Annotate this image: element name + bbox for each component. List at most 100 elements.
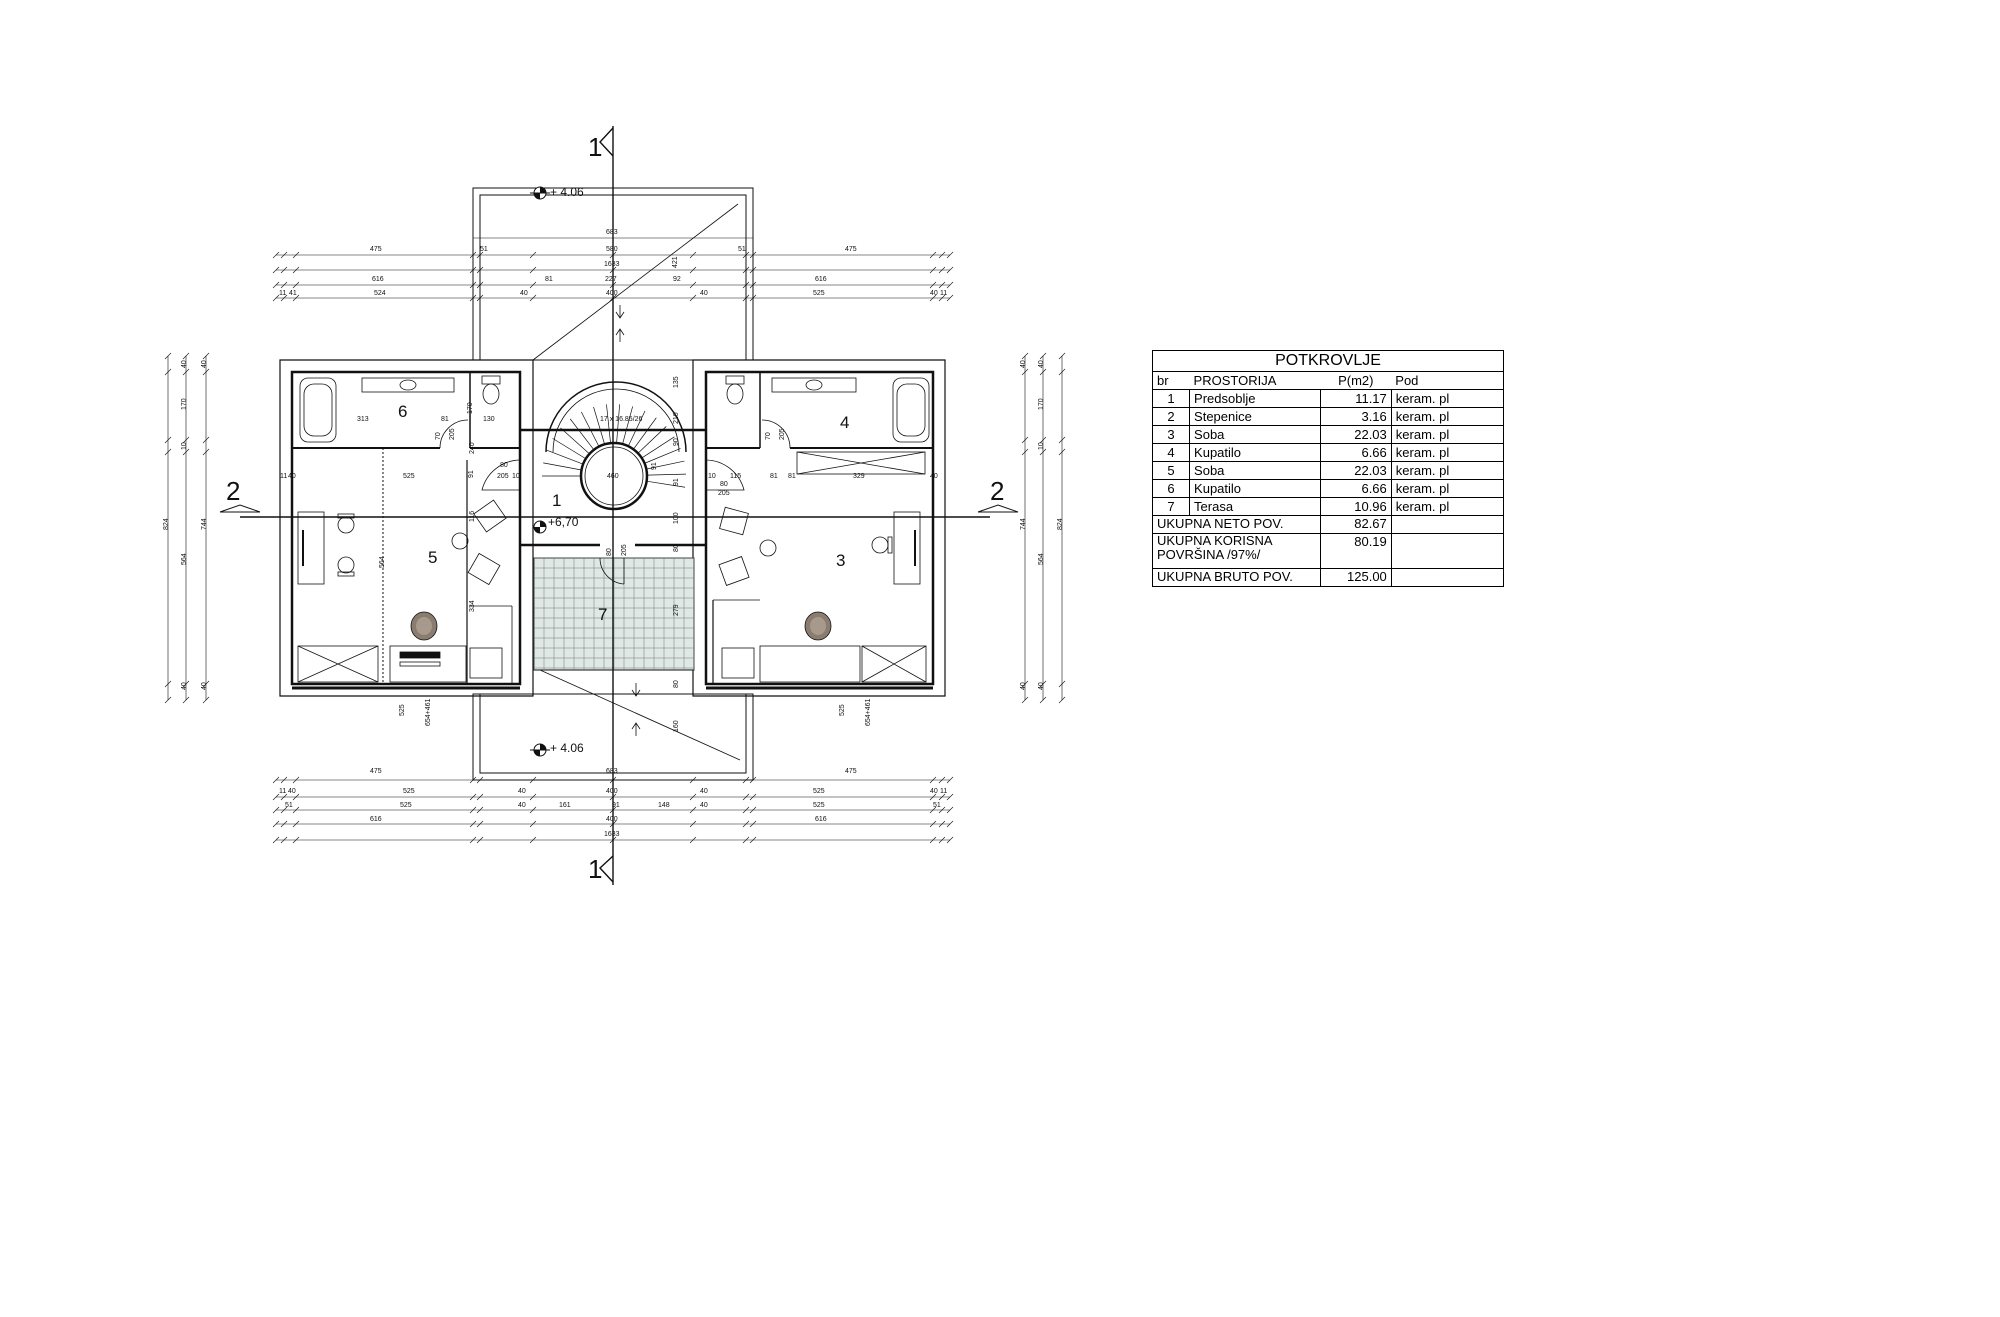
dim-tick (929, 266, 937, 274)
dim-tick (469, 776, 477, 784)
dim-text: 80 (673, 680, 680, 688)
dim-text: 279 (673, 604, 680, 616)
dim-tick (292, 806, 300, 814)
dim-text: 205 (779, 428, 786, 440)
dim-text: 70 (435, 432, 442, 440)
dim-tick (469, 266, 477, 274)
dim-tick (929, 836, 937, 844)
stair-tread (546, 449, 584, 465)
left-room-furniture (297, 499, 513, 684)
table-row: 3 Soba 22.03 keram. pl (1151, 425, 1505, 444)
stair-tread (616, 404, 620, 444)
table-row: 7 Terasa 10.96 keram. pl (1151, 497, 1505, 516)
col-header-pod: Pod (1391, 371, 1504, 390)
dim-text: 616 (370, 816, 382, 823)
dim-text: 80 (500, 462, 508, 469)
dim-text: 40 (288, 788, 296, 795)
dim-text: 525 (403, 473, 415, 480)
dim-text: 100 (673, 512, 680, 524)
dim-tick (742, 294, 750, 302)
dim-text: 240 (469, 442, 476, 454)
dim-text: 92 (673, 276, 681, 283)
dim-text: 744 (201, 518, 208, 530)
dim-tick (202, 696, 210, 704)
dim-tick (609, 266, 617, 274)
dim-tick (689, 793, 697, 801)
dim-tick (1021, 368, 1029, 376)
dim-text: 81 (788, 473, 796, 480)
right-room-furniture (713, 506, 927, 683)
dim-text: 11 (279, 290, 286, 297)
room-name: Stepenice (1189, 407, 1321, 426)
dim-text: 525 (400, 802, 412, 809)
dim-tick (689, 266, 697, 274)
dim-text: 40 (700, 802, 708, 809)
dim-tick (164, 368, 172, 376)
dim-text: 40 (1020, 682, 1027, 690)
dim-text: 40 (700, 290, 708, 297)
dim-tick (938, 251, 946, 259)
dim-text: 91 (673, 478, 680, 486)
dim-text: 616 (372, 276, 384, 283)
dim-tick (292, 266, 300, 274)
stair-step-label: 17 x 16.85/26 (600, 416, 643, 423)
dim-tick (749, 266, 757, 274)
room-area: 22.03 (1319, 425, 1392, 444)
dim-tick (946, 820, 954, 828)
dim-tick (749, 776, 757, 784)
dim-tick (272, 836, 280, 844)
dim-tick (280, 266, 288, 274)
dim-text: 70 (765, 432, 772, 440)
dim-text: 654+461 (865, 698, 872, 726)
dim-tick (609, 820, 617, 828)
dim-text: 91 (651, 462, 658, 470)
dim-text: 10 (512, 473, 520, 480)
dim-text: 40 (1038, 360, 1045, 368)
dim-text: 564 (181, 553, 188, 565)
room-area: 6.66 (1319, 479, 1392, 498)
dim-text: 81 (770, 473, 778, 480)
level-marker-center-symbol (533, 520, 547, 534)
dim-tick (292, 294, 300, 302)
stair-tread (560, 427, 590, 455)
dim-tick (272, 294, 280, 302)
dim-text: 40 (181, 360, 188, 368)
dim-tick (529, 806, 537, 814)
dim-text: 161 (559, 802, 571, 809)
dim-tick (292, 281, 300, 289)
dim-tick (272, 793, 280, 801)
dim-tick (292, 820, 300, 828)
dim-tick (1021, 680, 1029, 688)
dim-tick (272, 251, 280, 259)
dim-text: 40 (201, 682, 208, 690)
room-floor: keram. pl (1390, 497, 1505, 516)
dim-tick (609, 294, 617, 302)
total-value: 80.19 (1319, 533, 1392, 569)
dim-text: 51 (480, 246, 488, 253)
col-header-area: P(m2) (1320, 371, 1392, 390)
dim-tick (280, 281, 288, 289)
dim-text: 80 (606, 548, 613, 556)
dim-tick (476, 820, 484, 828)
dim-tick (529, 836, 537, 844)
stair-tread (633, 417, 657, 450)
dim-tick (938, 806, 946, 814)
table-header-row: br PROSTORIJA P(m2) Pod (1152, 371, 1504, 390)
dim-tick (469, 836, 477, 844)
total-value: 82.67 (1319, 515, 1392, 534)
dim-text: 1633 (604, 261, 620, 268)
dim-tick (946, 266, 954, 274)
dim-tick (476, 793, 484, 801)
right-bathroom-fixtures (725, 375, 930, 475)
room-number-3: 3 (836, 551, 845, 570)
dim-text: 205 (718, 490, 730, 497)
room-name: Terasa (1189, 497, 1321, 516)
dim-text: 40 (518, 802, 526, 809)
dim-text: 40 (700, 788, 708, 795)
dim-tick (609, 836, 617, 844)
desk-chair-left (410, 611, 438, 641)
dim-tick (476, 294, 484, 302)
row-number: 7 (1151, 497, 1191, 516)
room-name: Kupatilo (1189, 443, 1321, 462)
total-row-neto: UKUPNA NETO POV. 82.67 (1152, 515, 1505, 534)
